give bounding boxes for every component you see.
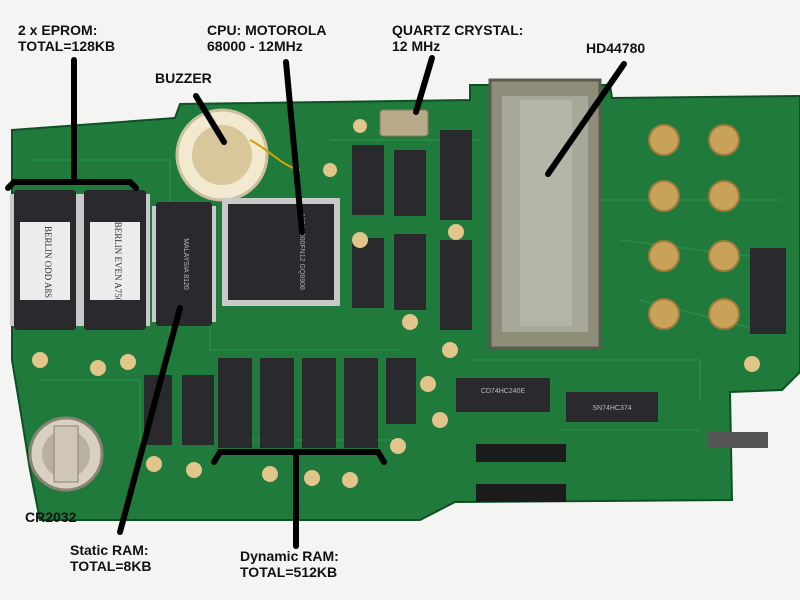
latch-chip: SN74HC374 [566,392,658,422]
eprom-callout: 2 x EPROM: TOTAL=128KB [18,22,116,54]
eprom-chip-2: BERLIN EVEN A750 [84,190,146,330]
cpu-callout: CPU: MOTOROLA 68000 - 12MHz [207,22,327,54]
lcd-callout: HD44780 [586,40,646,56]
battery-callout: CR2032 [25,509,77,525]
sram-callout: Static RAM: TOTAL=8KB [70,542,152,574]
coin-cell-battery [28,416,104,492]
quartz-crystal [379,109,429,137]
annotation-pointers [5,55,627,549]
latch-marking: SN74HC374 [592,405,631,412]
ceramic-capacitors [32,119,760,488]
cpu-marking: MC68000FN12 GQ8908 [298,214,305,290]
right-ic [750,248,786,334]
pin-headers [476,432,768,502]
cpu-chip: MC68000FN12 GQ8908 [222,198,340,306]
dram-callout: Dynamic RAM: TOTAL=512KB [240,548,339,580]
buffer-marking: CD74HC240E [481,388,526,395]
buzzer [175,108,301,202]
led-cluster [648,124,740,330]
sram-chip: MALAYSIA 8120 [152,202,216,326]
eprom-2-marking: BERLIN EVEN A750 [113,222,123,303]
eprom-chip-1: BERLIN ODD AßS [14,190,76,330]
logic-chips [144,130,472,445]
eprom-1-marking: BERLIN ODD AßS [43,226,53,298]
quartz-callout: QUARTZ CRYSTAL: 12 MHz [392,22,524,54]
sram-marking: MALAYSIA 8120 [182,238,189,290]
buzzer-callout: BUZZER [155,70,212,86]
dram-chips [218,358,378,448]
buffer-chip: CD74HC240E [456,378,550,412]
